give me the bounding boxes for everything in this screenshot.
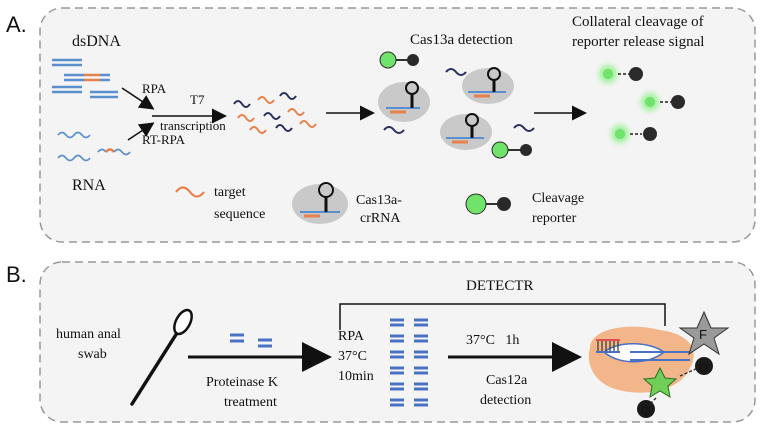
rpa-label: RPA	[142, 81, 167, 96]
svg-text:Q: Q	[699, 362, 708, 374]
cleavage-reporter-icon	[379, 51, 419, 69]
t7-label: T7	[190, 92, 205, 107]
rtrpa-arrow	[127, 122, 155, 141]
detection-conditions: 37°C 1h	[466, 333, 519, 348]
quencher-icon: Q	[637, 397, 657, 418]
cas13a-detection-title: Cas13a detection	[410, 32, 513, 48]
legend-reporter-line2: reporter	[532, 211, 577, 226]
cleaved-reporter-icon	[594, 60, 643, 88]
rpa-step-line2: 37°C	[338, 349, 367, 364]
rpa-step-line1: RPA	[338, 329, 365, 344]
dna-fragments-icon	[230, 333, 272, 348]
legend-cas13a-icon	[292, 182, 348, 224]
transcription-label: transcription	[160, 118, 226, 133]
rpa-step-line3: 10min	[338, 369, 374, 384]
legend-target-icon	[175, 186, 205, 198]
legend-reporter-icon	[465, 193, 511, 215]
rna-fragment-icon	[383, 126, 405, 134]
cas12a-line2: detection	[480, 393, 531, 408]
cas12a-line1: Cas12a	[486, 373, 528, 388]
svg-text:F: F	[699, 327, 707, 342]
cas13a-complex-icon	[440, 113, 492, 150]
rpa-arrow	[121, 87, 155, 110]
swab-label-line1: human anal	[56, 327, 121, 342]
svg-text:Q: Q	[641, 405, 650, 417]
proteinase-line2: treatment	[224, 395, 277, 410]
swab-icon	[130, 308, 193, 406]
panel-a-frame	[39, 7, 756, 243]
rna-fragment-icon	[445, 68, 467, 76]
dsdna-label: dsDNA	[72, 33, 121, 50]
swab-label-line2: swab	[78, 347, 107, 362]
rna-label: RNA	[72, 177, 106, 194]
dsdna-strands	[52, 58, 118, 99]
rna-fragment-icon	[513, 124, 535, 132]
legend-target-line1: target	[214, 185, 246, 200]
cleavage-reporter-icon	[491, 141, 532, 159]
cas12a-complex-icon	[588, 326, 694, 393]
amplified-dna-stack	[390, 318, 428, 407]
green-star-icon	[642, 366, 678, 398]
detectr-bracket	[339, 303, 666, 330]
legend-cas13a-line2: crRNA	[360, 211, 401, 226]
fluorophore-star-icon: F	[678, 310, 730, 356]
panel-a-label: A.	[6, 12, 27, 37]
cas13a-complex-icon	[462, 67, 514, 104]
proteinase-line1: Proteinase K	[206, 375, 278, 390]
cas13a-complex-icon	[378, 81, 430, 122]
collateral-title-line2: reporter release signal	[572, 34, 704, 50]
detectr-label: DETECTR	[466, 278, 534, 294]
quencher-icon: Q	[679, 357, 713, 377]
cleaved-reporter-icon	[606, 120, 657, 148]
cleaved-reporter-icon	[636, 88, 685, 116]
rna-strands	[57, 131, 131, 162]
legend-reporter-line1: Cleavage	[532, 191, 584, 206]
collateral-title-line1: Collateral cleavage of	[572, 14, 704, 30]
legend-target-line2: sequence	[214, 207, 265, 222]
rtrpa-label: RT-RPA	[142, 132, 186, 147]
transcribed-rna-cluster	[233, 92, 317, 134]
panel-b-label: B.	[6, 262, 27, 287]
legend-cas13a-line1: Cas13a-	[356, 193, 402, 208]
